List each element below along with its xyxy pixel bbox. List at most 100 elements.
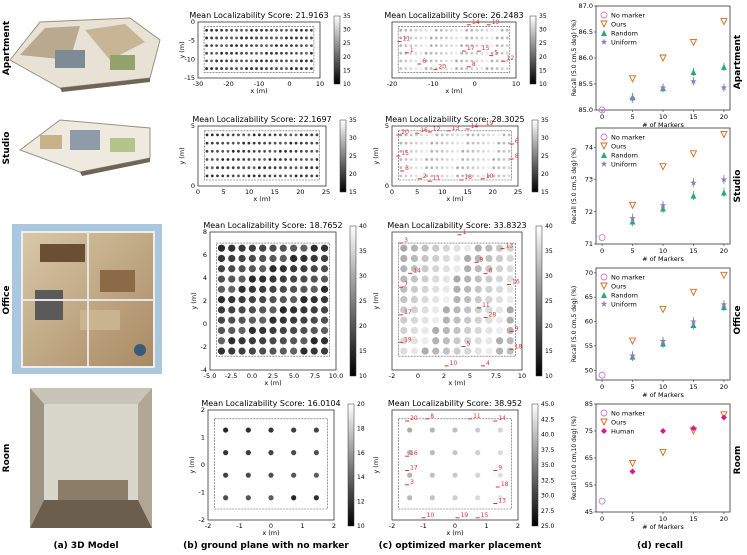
sample-point: [470, 28, 474, 32]
colorbar-label: 35: [541, 117, 549, 124]
marker-id: 7: [404, 281, 408, 288]
data-point: [600, 11, 608, 19]
sample-point: [259, 326, 267, 335]
sample-point: [269, 326, 277, 335]
sample-point: [432, 254, 440, 263]
sample-point: [291, 472, 297, 478]
sample-point: [451, 133, 454, 137]
sample-point: [424, 28, 428, 32]
legend-entry: Random: [611, 292, 638, 300]
colorbar-label: 25: [541, 153, 549, 160]
sample-point: [400, 347, 408, 355]
sample-point: [268, 495, 274, 501]
sample-point: [268, 427, 274, 433]
sample-point: [284, 149, 287, 153]
y-axis-label: y (m): [178, 147, 186, 164]
sample-point: [240, 59, 243, 63]
sample-point: [505, 28, 509, 32]
sample-point: [228, 285, 236, 293]
sample-point: [278, 158, 282, 161]
sample-point: [242, 158, 246, 161]
sample-point: [490, 59, 494, 63]
sample-point: [442, 316, 450, 324]
x-tick-label: 10: [659, 383, 667, 391]
sample-point: [485, 254, 493, 263]
sample-point: [495, 347, 504, 355]
sample-point: [305, 51, 308, 55]
sample-point: [268, 472, 274, 478]
sample-point: [506, 316, 514, 324]
sample-point: [487, 158, 490, 161]
sample-point: [400, 326, 408, 335]
marker-id: 14: [498, 415, 506, 422]
data-point: [659, 337, 667, 344]
sample-point: [252, 133, 256, 137]
sample-point: [453, 326, 461, 335]
sample-point: [245, 36, 248, 40]
sample-point: [290, 306, 298, 314]
map-panel: Mean Localizability Score: 21.9163-30-20…: [178, 11, 351, 95]
sample-point: [231, 158, 235, 161]
x-tick-label: 10: [512, 80, 520, 88]
marker-id: 20: [438, 64, 446, 71]
sample-point: [456, 133, 459, 137]
sample-point: [257, 149, 261, 153]
sample-point: [248, 316, 256, 324]
sample-point: [250, 51, 253, 55]
sample-point: [481, 174, 485, 178]
colorbar-label: 10: [545, 373, 553, 380]
sample-point: [305, 166, 308, 170]
sample-point: [453, 347, 461, 355]
sample-point: [480, 51, 484, 55]
sample-point: [506, 244, 514, 252]
x-tick-label: 0: [600, 383, 604, 391]
sample-point: [269, 285, 277, 293]
sample-point: [230, 67, 233, 70]
sample-point: [265, 44, 268, 48]
sample-point: [235, 67, 238, 70]
sample-point: [439, 59, 443, 63]
sample-point: [280, 67, 283, 70]
sample-point: [502, 158, 506, 161]
sample-point: [310, 67, 313, 70]
x-tick-label: -20: [223, 80, 234, 88]
sample-point: [399, 28, 403, 32]
sample-point: [466, 166, 470, 170]
y-tick-label: 0: [201, 461, 205, 469]
sample-point: [425, 149, 429, 153]
sample-point: [269, 316, 277, 324]
sample-point: [399, 166, 403, 170]
sample-point: [497, 174, 501, 178]
sample-point: [487, 133, 490, 137]
sample-point: [455, 67, 458, 70]
sample-point: [485, 265, 493, 273]
sample-point: [421, 244, 429, 252]
sample-point: [310, 51, 313, 55]
sample-point: [399, 36, 403, 40]
sample-point: [310, 166, 314, 170]
sample-point: [451, 141, 454, 145]
sample-point: [505, 51, 509, 55]
sample-point: [432, 347, 440, 355]
sample-point: [432, 306, 440, 314]
sample-point: [310, 337, 318, 345]
x-tick-label: -2.5: [225, 372, 238, 380]
data-point: [629, 95, 636, 102]
data-point: [598, 371, 606, 379]
model-office-image: [12, 224, 162, 374]
sample-point: [466, 158, 470, 161]
sample-point: [442, 306, 450, 314]
sample-point: [453, 275, 461, 283]
map-title: Mean Localizability Score: 26.2483: [384, 11, 523, 20]
sample-point: [245, 44, 248, 48]
sample-point: [506, 326, 514, 335]
sample-point: [460, 59, 464, 63]
map-title: Mean Localizability Score: 28.3025: [385, 115, 524, 124]
data-point: [600, 160, 608, 167]
data-point: [659, 305, 667, 314]
sample-point: [487, 149, 490, 153]
sample-point: [299, 174, 303, 178]
y-tick-label: 4: [203, 274, 207, 282]
x-tick-label: -1: [420, 522, 426, 530]
sample-point: [404, 141, 408, 145]
